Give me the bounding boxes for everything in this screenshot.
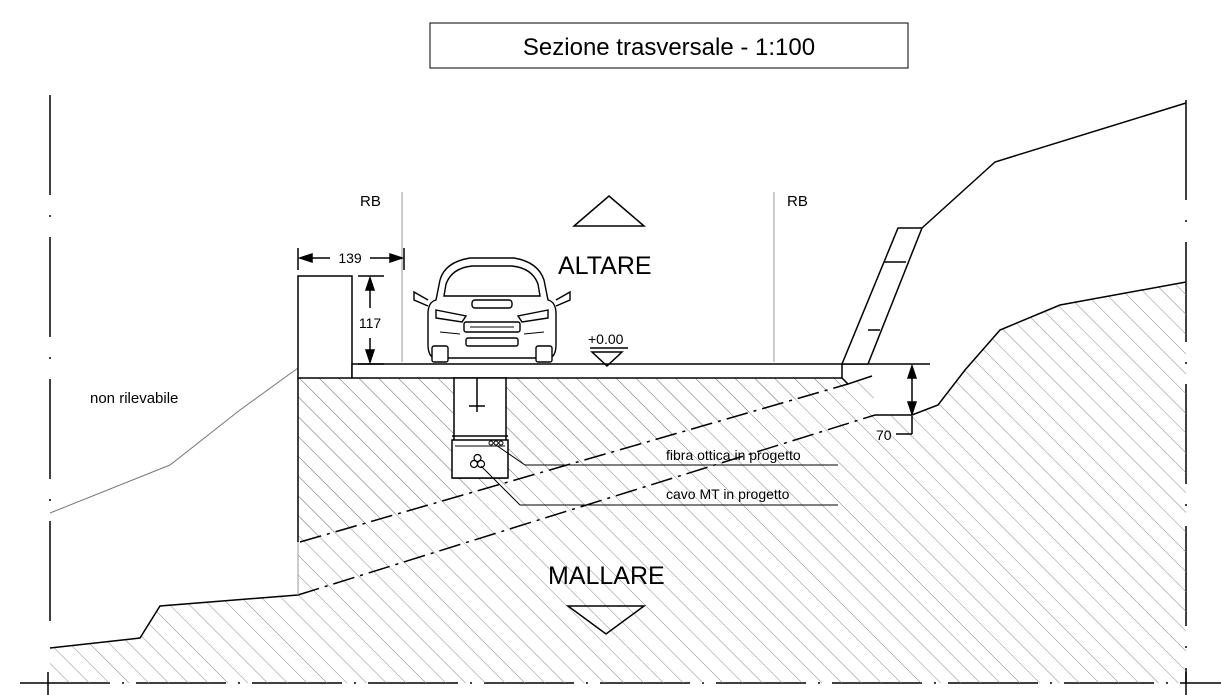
direction-up-label: ALTARE [558, 252, 652, 280]
wall-parapet [297, 275, 353, 379]
ditch-depth-dimension: 70 [876, 427, 892, 443]
road-boundaries [297, 192, 775, 595]
dimension-wall-height [358, 275, 384, 365]
road-slab [351, 363, 843, 379]
title-frame [429, 22, 909, 69]
wall-width-dimension: 139 [338, 250, 362, 266]
right-wall [840, 227, 924, 365]
elevation-label: +0.00 [588, 331, 624, 347]
cable-bundle-icon [469, 453, 486, 469]
terrain-right-upper [921, 102, 1187, 229]
dimension-ditch [896, 363, 918, 435]
elevation-triangle-icon [590, 347, 628, 368]
terrain-left-lower [49, 594, 299, 649]
page-title: Sezione trasversale - 1:100 [523, 34, 815, 61]
title-block: Sezione trasversale - 1:100 [429, 22, 909, 69]
leader-lines [480, 444, 838, 506]
triangle-down-icon [565, 605, 647, 635]
direction-down-label: MALLARE [548, 562, 665, 590]
not-surveyable-label: non rilevabile [90, 390, 178, 407]
car-front-icon [413, 257, 571, 363]
terrain-not-surveyable [49, 367, 299, 514]
road-embankment [50, 282, 1186, 683]
fibre-label: fibra ottica in progetto [666, 447, 801, 463]
cable-trench [451, 377, 509, 479]
triangle-up-icon [571, 195, 647, 227]
wall-height-dimension: 117 [359, 315, 382, 331]
rb-right-label: RB [787, 193, 808, 210]
cable-label: cavo MT in progetto [666, 486, 790, 502]
dimension-wall-width [297, 248, 405, 270]
retaining-wall [297, 275, 353, 542]
road-hatch [298, 378, 848, 542]
rb-left-label: RB [360, 193, 381, 210]
